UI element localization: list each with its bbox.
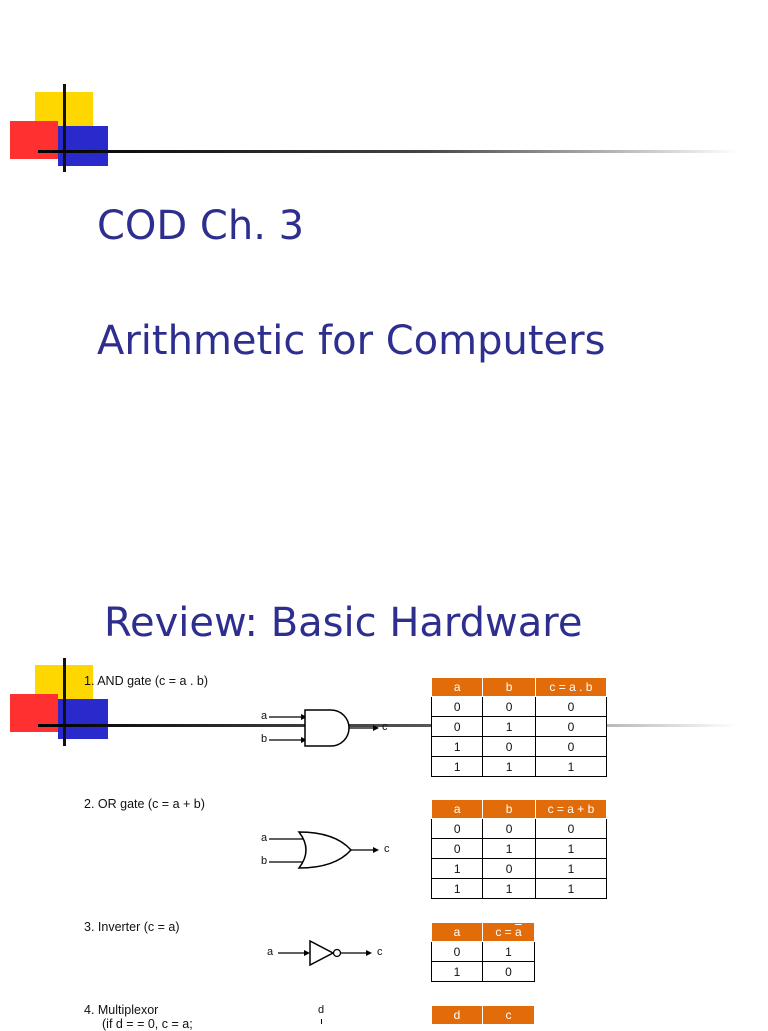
table-cell: 0 xyxy=(534,736,608,757)
slide-2: Review: Basic Hardware 1. AND gate (c = … xyxy=(0,512,768,1031)
item-multiplexor-condition: (if d = = 0, c = a; xyxy=(102,1017,193,1031)
or-output-c: c xyxy=(384,843,390,855)
table-cell: 1 xyxy=(430,878,484,899)
column-header: a xyxy=(430,677,484,697)
table-cell: 1 xyxy=(430,756,484,777)
cover-title-line-1: COD Ch. 3 xyxy=(97,203,305,249)
table-cell: 1 xyxy=(534,756,608,777)
table-cell: 0 xyxy=(430,818,484,839)
template-logo xyxy=(10,658,738,746)
review-title: Review: Basic Hardware xyxy=(104,600,583,646)
table-cell: 1 xyxy=(534,878,608,899)
table-cell: 1 xyxy=(482,878,536,899)
cover-title-line-2: Arithmetic for Computers xyxy=(97,318,606,364)
logo-red-square xyxy=(10,121,58,159)
and-gate-diagram xyxy=(269,709,379,747)
table-cell: 0 xyxy=(430,696,484,717)
table-cell: 0 xyxy=(430,838,484,859)
inverter-input-a: a xyxy=(267,946,274,958)
item-inverter: 3. Inverter (c = a) xyxy=(84,920,180,934)
column-header: b xyxy=(482,677,536,697)
mux-select-line xyxy=(321,1019,322,1024)
column-header: a xyxy=(430,799,484,819)
item-and-gate: 1. AND gate (c = a . b) xyxy=(84,674,209,688)
and-output-c: c xyxy=(382,721,388,733)
logo-blue-square xyxy=(58,699,108,739)
table-cell: 0 xyxy=(534,696,608,717)
inverter-output-c: c xyxy=(377,946,383,958)
or-input-a: a xyxy=(261,832,268,844)
mux-select-d: d xyxy=(318,1004,325,1016)
table-cell: 1 xyxy=(482,838,536,859)
and-input-b: b xyxy=(261,733,268,745)
table-cell: 0 xyxy=(482,858,536,879)
table-cell: 0 xyxy=(534,716,608,737)
item-multiplexor: 4. Multiplexor xyxy=(84,1003,159,1017)
table-cell: 0 xyxy=(482,961,535,982)
table-cell: 1 xyxy=(534,858,608,879)
table-cell: 0 xyxy=(430,716,484,737)
inverter-diagram xyxy=(278,939,372,967)
table-cell: 0 xyxy=(482,696,536,717)
table-cell: 0 xyxy=(534,818,608,839)
template-logo xyxy=(10,84,738,172)
inverter-bubble xyxy=(332,948,342,958)
and-gate-shape xyxy=(304,709,350,747)
column-header: c = a + b xyxy=(534,799,608,819)
table-cell: 1 xyxy=(482,941,535,962)
table-cell: 1 xyxy=(430,736,484,757)
table-cell: 1 xyxy=(431,961,483,982)
column-header: c = a . b xyxy=(534,677,608,697)
logo-blue-square xyxy=(58,126,108,166)
column-header: b xyxy=(482,799,536,819)
table-cell: 0 xyxy=(482,736,536,757)
title-rule xyxy=(38,724,738,727)
item-or-gate: 2. OR gate (c = a + b) xyxy=(84,797,205,811)
table-cell: 1 xyxy=(534,838,608,859)
or-gate-diagram xyxy=(269,831,379,869)
mux-truth-table: d c xyxy=(430,1005,535,1025)
table-cell: 1 xyxy=(430,858,484,879)
table-cell: 0 xyxy=(482,818,536,839)
title-rule xyxy=(38,150,738,153)
or-gate-shape xyxy=(297,831,353,869)
slide-1: COD Ch. 3 Arithmetic for Computers xyxy=(0,0,768,512)
column-header: a xyxy=(431,922,483,942)
column-header: d xyxy=(430,1005,484,1025)
table-cell: 0 xyxy=(431,941,483,962)
and-input-a: a xyxy=(261,710,268,722)
column-header: c xyxy=(482,1005,535,1025)
table-cell: 1 xyxy=(482,756,536,777)
table-cell: 1 xyxy=(482,716,536,737)
column-header: c = a xyxy=(482,922,535,942)
inverter-triangle xyxy=(309,939,335,967)
logo-vertical-line xyxy=(63,658,66,746)
logo-vertical-line xyxy=(63,84,66,172)
or-input-b: b xyxy=(261,855,268,867)
